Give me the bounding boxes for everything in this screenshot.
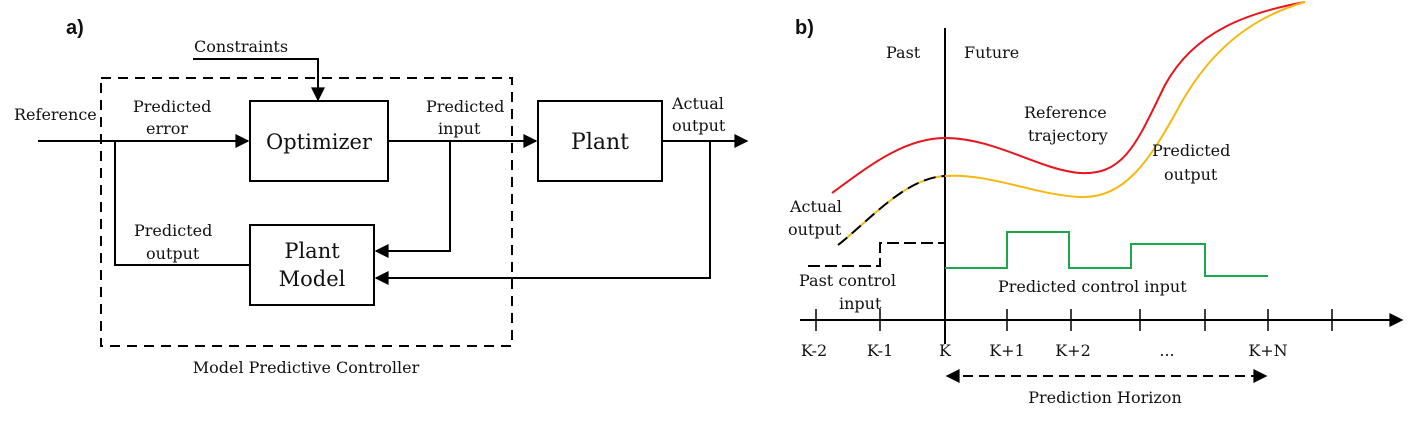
model-input-arrow [374,141,451,258]
future-label: Future [964,43,1019,62]
optimizer-label: Optimizer [266,130,373,154]
past-control-input-line [808,242,945,267]
optimizer-block [249,100,389,182]
reference-label: Reference [14,105,97,124]
reference-trajectory-curve [831,1,1306,194]
predicted-control-input-line [945,231,1268,277]
tick-label-6: K+N [1248,341,1287,360]
past-label: Past [886,43,921,62]
panel-b-timeline: b) Past Future Reference trajectory Pred… [788,1,1404,407]
tick-labels: K-2 K-1 K K+1 K+2... K+N [801,341,1288,360]
actual-output-b-label-2: output [788,220,842,239]
predicted-output-b-label-2: output [1164,165,1218,184]
predicted-output-label-2: output [146,244,200,263]
predicted-error-label-2: error [146,119,188,138]
predicted-error-label-1: Predicted [133,97,211,116]
actual-output-label-2: output [672,116,726,135]
panel-a-block-diagram: a) Constraints Reference Predicted error… [14,17,749,377]
panel-a-label: a) [66,17,84,39]
predicted-input-label-1: Predicted [426,97,504,116]
plant-model-label-2: Model [279,267,346,291]
tick-label-0: K-2 [801,341,827,360]
predicted-output-b-label-1: Predicted [1152,141,1230,160]
plant-model-block [249,224,375,306]
tick-marks [815,309,1333,331]
tick-label-5: ... [1159,341,1174,360]
reference-trajectory-label-2: trajectory [1028,126,1108,145]
predicted-input-label-2: input [438,119,481,138]
constraints-label: Constraints [194,37,288,56]
plant-label: Plant [571,130,629,155]
controller-caption: Model Predictive Controller [193,358,420,377]
panel-b-label: b) [795,17,814,39]
tick-label-4: K+2 [1055,341,1091,360]
tick-label-2: K [939,341,952,360]
feedback-arrow [374,141,711,285]
tick-label-3: K+1 [989,341,1025,360]
constraints-arrow [193,58,325,102]
past-control-input-label-2: input [839,294,882,313]
predicted-output-curve [837,1,1306,246]
actual-output-label-1: Actual [671,94,724,113]
predicted-output-line [114,141,250,266]
actual-output-curve [837,175,946,246]
predicted-control-input-label: Predicted control input [998,277,1187,296]
predicted-output-label-1: Predicted [134,221,212,240]
prediction-horizon-label: Prediction Horizon [1028,388,1182,407]
controller-boundary [100,77,513,347]
actual-output-b-label-1: Actual [789,197,842,216]
past-control-input-label-1: Past control [799,271,896,290]
tick-label-1: K-1 [867,341,893,360]
reference-trajectory-label-1: Reference [1024,103,1107,122]
plant-model-label-1: Plant [284,239,340,263]
